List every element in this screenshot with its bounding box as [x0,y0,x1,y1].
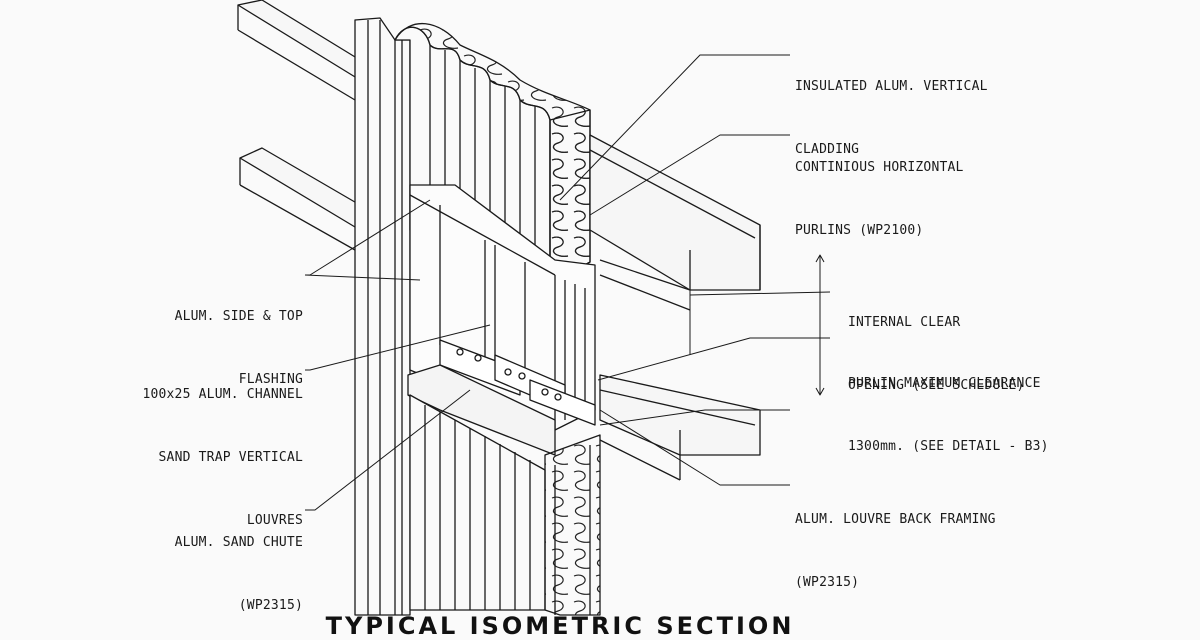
label-insulated-cladding: INSULATED ALUM. VERTICAL CLADDING [795,34,988,181]
label-line: ALUM. SIDE & TOP [174,309,303,324]
upper-purlin [237,0,361,101]
leader-lines [304,54,831,511]
label-line: ALUM. SAND CHUTE [174,535,303,550]
label-line: (WP2315) [238,598,303,613]
label-line: ALUM. LOUVRE BACK FRAMING [795,512,996,527]
left-vertical-cladding [354,17,411,616]
left-lower-purlin [239,147,361,251]
sand-trap-channels [439,339,596,426]
lower-cladding [409,394,546,611]
label-line: CLADDING [795,142,860,157]
label-line: PURLINS (WP2100) [795,223,924,238]
label-line: PURLIN MAXIMUM CLEARANCE [848,376,1041,391]
label-channel-louvres: 100x25 ALUM. CHANNEL SAND TRAP VERTICAL … [100,342,303,552]
drawing-title: TYPICAL ISOMETRIC SECTION [325,612,795,640]
label-line: INTERNAL CLEAR [848,315,961,330]
label-line: SAND TRAP VERTICAL [158,450,303,465]
label-line: LOUVRES [246,513,303,528]
dimension-lines [689,254,825,396]
upper-right-purlin [589,134,761,311]
label-sand-chute: ALUM. SAND CHUTE (WP2315) [140,490,303,637]
label-line: 100x25 ALUM. CHANNEL [142,387,303,402]
label-line: INSULATED ALUM. VERTICAL [795,79,988,94]
lower-right-purlin [599,374,761,481]
label-side-top-flashing: ALUM. SIDE & TOP FLASHING [140,264,303,411]
label-back-framing: ALUM. LOUVRE BACK FRAMING (WP2315) [795,467,996,614]
label-internal-opening: INTERNAL CLEAR OPENING (SEE SCHEDULE) [848,270,1025,417]
label-line: 1300mm. (SEE DETAIL - B3) [848,439,1049,454]
label-purlin-clearance: PURLIN MAXIMUM CLEARANCE 1300mm. (SEE DE… [848,331,1049,478]
upper-insulation [394,23,591,286]
label-line: FLASHING [238,372,303,387]
lower-insulation [544,434,601,616]
label-line: (WP2315) [795,575,860,590]
label-line: OPENING (SEE SCHEDULE) [848,378,1025,393]
label-line: CONTINIOUS HORIZONTAL [795,160,964,175]
label-horizontal-purlins: CONTINIOUS HORIZONTAL PURLINS (WP2100) [795,115,964,262]
